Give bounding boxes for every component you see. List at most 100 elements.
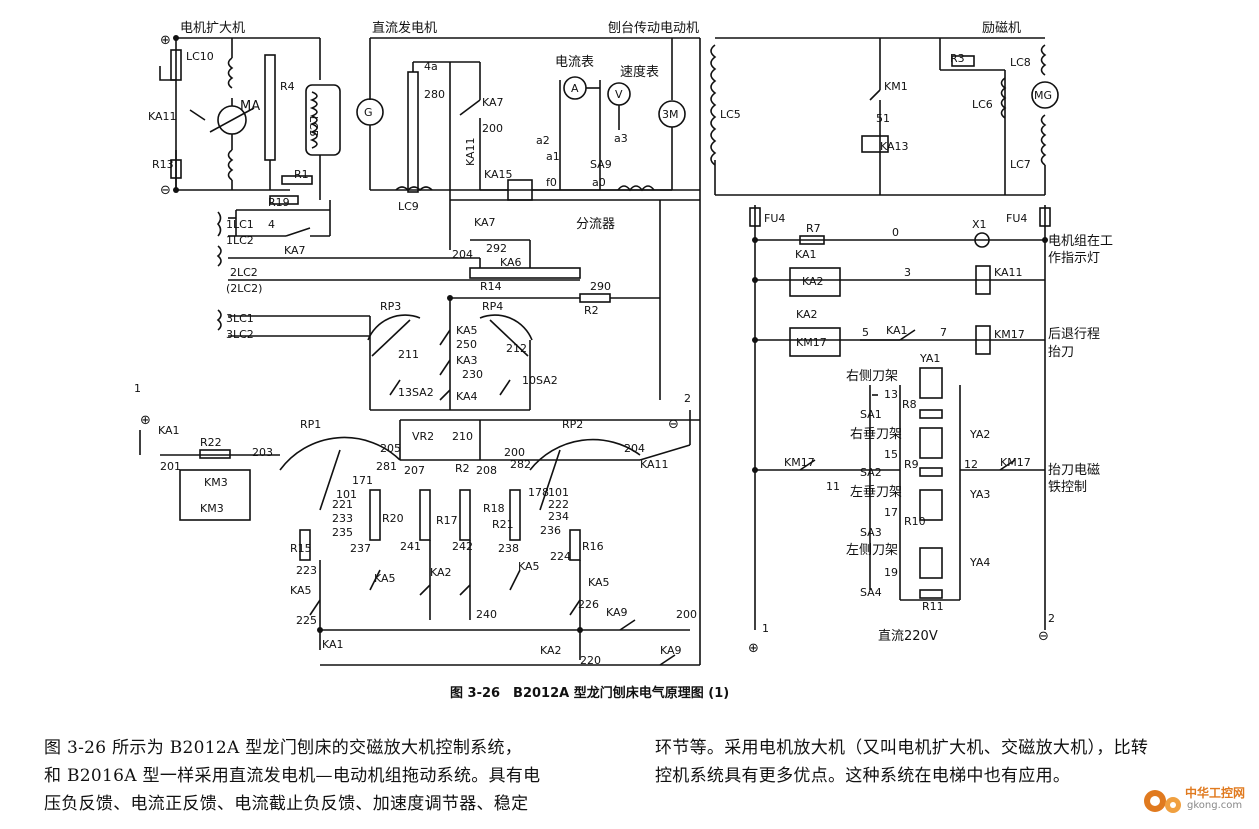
label-R22: R22 <box>200 436 222 449</box>
plus-symbol: ⊕ <box>160 33 171 48</box>
node-171: 171 <box>352 474 373 487</box>
figure-caption: 图 3-26 B2012A 型龙门刨床电气原理图 (1) <box>450 685 729 700</box>
label-YA1: YA1 <box>919 352 940 365</box>
node-19: 19 <box>884 566 898 579</box>
node-101-a: 101 <box>336 488 357 501</box>
label-SA3: SA3 <box>860 526 882 539</box>
label-LC5a: LC5 <box>307 116 320 137</box>
node-292: 292 <box>486 242 507 255</box>
label-KA11-b: KA11 <box>994 266 1023 279</box>
label-LC10: LC10 <box>186 50 214 63</box>
label-right-vert: 右垂刀架 <box>850 427 902 442</box>
node-234: 234 <box>548 510 569 523</box>
node-204-b: 204 <box>624 442 645 455</box>
node-a1: a1 <box>546 150 560 163</box>
node-282: 282 <box>510 458 531 471</box>
node-212: 212 <box>506 342 527 355</box>
label-LC9: LC9 <box>398 200 419 213</box>
node-281: 281 <box>376 460 397 473</box>
label-KA2-a: KA2 <box>802 275 824 288</box>
label-2LC2-alt: (2LC2) <box>226 282 262 295</box>
label-MG: MG <box>1034 89 1052 102</box>
node-220: 220 <box>580 654 601 667</box>
label-3M: 3M <box>662 108 679 121</box>
node-7: 7 <box>940 326 947 339</box>
label-R15: R15 <box>290 542 312 555</box>
label-KA9-a: KA9 <box>606 606 628 619</box>
label-FU4-b: FU4 <box>1006 212 1027 225</box>
node-210: 210 <box>452 430 473 443</box>
label-KM3-a: KM3 <box>204 476 228 489</box>
label-R3: R3 <box>950 52 965 65</box>
label-R16: R16 <box>582 540 604 553</box>
node-a2: a2 <box>536 134 550 147</box>
label-R11: R11 <box>922 600 944 613</box>
minus-terminal-right: ⊖ <box>1038 629 1049 644</box>
label-lift-mag-2: 铁控制 <box>1048 480 1087 495</box>
schematic-diagram: 电机扩大机 直流发电机 刨台传动电动机 励磁机 电流表 速度表 分流器 电机组在… <box>134 20 1113 700</box>
label-V: V <box>615 88 623 101</box>
node-242: 242 <box>452 540 473 553</box>
node-226: 226 <box>578 598 599 611</box>
node-222: 222 <box>548 498 569 511</box>
node-200-a: 200 <box>482 122 503 135</box>
label-YA2: YA2 <box>969 428 990 441</box>
label-R19: R19 <box>268 196 290 209</box>
label-FU4-a: FU4 <box>764 212 785 225</box>
label-KA4: KA4 <box>456 390 478 403</box>
node-225: 225 <box>296 614 317 627</box>
label-retract-2: 抬刀 <box>1048 345 1074 360</box>
node-11: 11 <box>826 480 840 493</box>
terminal-2-a: 2 <box>684 392 691 405</box>
watermark-text-2: gkong.com <box>1187 800 1243 811</box>
label-KM17-d: KM17 <box>1000 456 1031 469</box>
node-233: 233 <box>332 512 353 525</box>
label-KA5-c: KA5 <box>518 560 540 573</box>
label-KA2-d: KA2 <box>540 644 562 657</box>
node-250: 250 <box>456 338 477 351</box>
label-3LC2: 3LC2 <box>226 328 254 341</box>
node-238: 238 <box>498 542 519 555</box>
node-203: 203 <box>252 446 273 459</box>
label-VR2: VR2 <box>412 430 434 443</box>
label-table-motor: 刨台传动电动机 <box>608 21 699 36</box>
gear-icon <box>1144 790 1181 813</box>
label-KA1-a: KA1 <box>158 424 180 437</box>
label-dc-generator: 直流发电机 <box>372 20 437 36</box>
label-RP3: RP3 <box>380 300 401 313</box>
label-R2b: R2 <box>455 462 470 475</box>
node-221: 221 <box>332 498 353 511</box>
label-LC6: LC6 <box>972 98 993 111</box>
label-indicator-1: 电机组在工 <box>1048 234 1113 249</box>
node-17: 17 <box>884 506 898 519</box>
label-dc220: 直流220V <box>878 629 938 644</box>
label-KA13: KA13 <box>880 140 909 153</box>
node-12: 12 <box>964 458 978 471</box>
label-RP2: RP2 <box>562 418 583 431</box>
label-KA11-a: KA11 <box>148 110 177 123</box>
label-MA: MA <box>240 99 260 114</box>
label-lift-mag-1: 抬刀电磁 <box>1048 463 1100 478</box>
label-RP4: RP4 <box>482 300 503 313</box>
label-3LC1: 3LC1 <box>226 312 254 325</box>
label-KM17-a: KM17 <box>796 336 827 349</box>
label-KA15: KA15 <box>484 168 513 181</box>
label-R13: R13 <box>152 158 174 171</box>
label-right-side: 右侧刀架 <box>846 369 898 384</box>
node-200-c: 200 <box>676 608 697 621</box>
node-235: 235 <box>332 526 353 539</box>
node-241: 241 <box>400 540 421 553</box>
node-178: 178 <box>528 486 549 499</box>
label-SA9: SA9 <box>590 158 612 171</box>
node-3: 3 <box>904 266 911 279</box>
node-4: 4 <box>268 218 275 231</box>
label-R18: R18 <box>483 502 505 515</box>
node-201: 201 <box>160 460 181 473</box>
label-KA9-b: KA9 <box>660 644 682 657</box>
label-YA3: YA3 <box>969 488 990 501</box>
label-KA1-b: KA1 <box>795 248 817 261</box>
label-exciter: 励磁机 <box>982 21 1021 36</box>
label-1LC2: 1LC2 <box>226 234 254 247</box>
minus-terminal-left: ⊖ <box>668 417 679 432</box>
label-R17: R17 <box>436 514 458 527</box>
